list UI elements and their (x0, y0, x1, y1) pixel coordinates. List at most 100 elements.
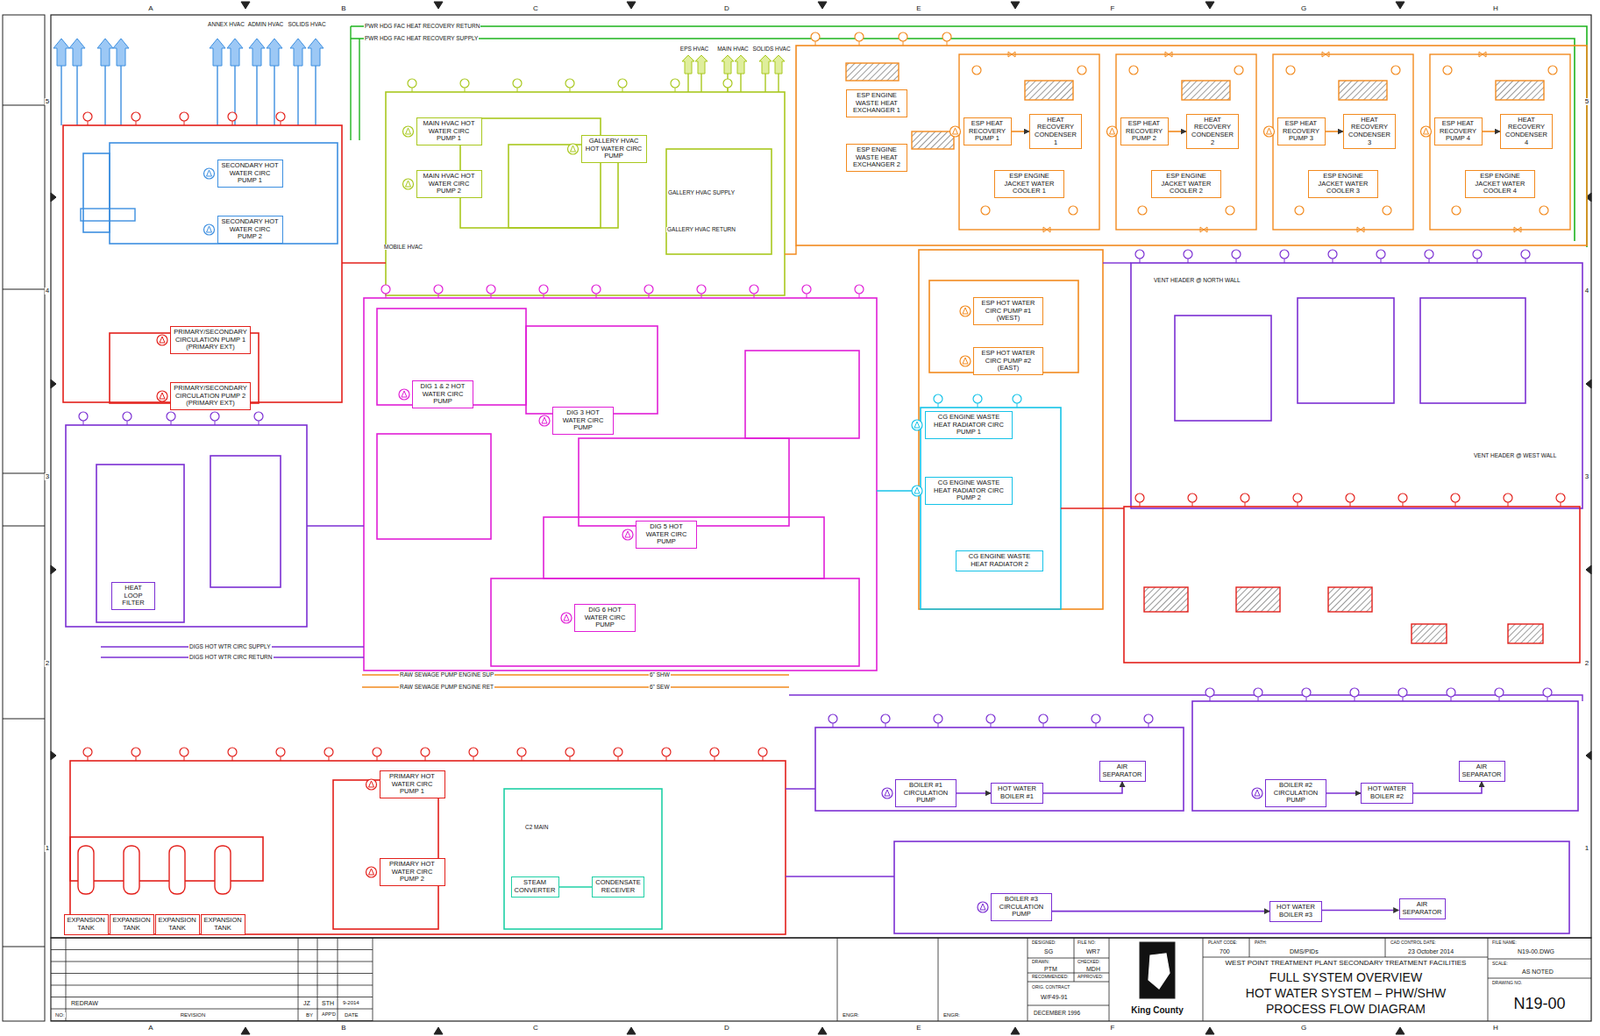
grid-tick (626, 1027, 636, 1035)
title-block-text: AS NOTED (1521, 968, 1555, 975)
pump-symbol (156, 391, 168, 402)
equipment-label: BOILER #3 CIRCULATION PUMP (994, 896, 1049, 919)
heat-exchanger-symbol (911, 131, 954, 150)
title-divider (298, 938, 299, 1022)
title-block-text: STH (320, 1000, 335, 1007)
instrument-lead (135, 756, 137, 761)
equipment-label: BOILER #2 CIRCULATION PUMP (1268, 782, 1323, 805)
instrument-bubble (1539, 206, 1549, 215)
grid-reference: 5 (1584, 98, 1590, 106)
instrument-bubble (1187, 493, 1197, 503)
pipe-line (700, 73, 702, 93)
pump-symbol (622, 529, 633, 541)
title-block-text: DECEMBER 1996 (1032, 1010, 1081, 1017)
instrument-bubble (179, 112, 189, 121)
grid-reference: F (1109, 5, 1117, 13)
equipment-box: EXPANSION TANK (64, 914, 109, 935)
line-label: GALLERY HVAC SUPPLY (667, 190, 736, 197)
grid-reference: F (1109, 1024, 1117, 1032)
instrument-lead (1547, 696, 1549, 702)
equipment-box: STEAM CONVERTER (511, 876, 560, 897)
pump-impeller (159, 336, 165, 343)
instrument-bubble (810, 32, 820, 42)
equipment-box: CG ENGINE WASTE HEAT RADIATOR CIRC PUMP … (924, 411, 1013, 440)
title-divider (1385, 938, 1387, 958)
grid-reference: E (915, 5, 922, 13)
instrument-bubble (1012, 394, 1022, 404)
flow-arrow (227, 38, 243, 66)
equipment-label: CG ENGINE WASTE HEAT RADIATOR CIRC PUMP … (928, 479, 1010, 503)
grid-tick (50, 565, 57, 575)
instrument-lead (543, 293, 545, 299)
grid-tick (241, 1027, 250, 1035)
pipe-connector (1482, 130, 1501, 133)
flow-arrow (759, 55, 772, 74)
equipment-label: EXPANSION TANK (158, 917, 197, 932)
equipment-label: EXPANSION TANK (67, 917, 106, 932)
flow-arrow (113, 38, 129, 66)
pipe-loop (1116, 54, 1257, 230)
instrument-bubble (166, 412, 176, 421)
pipe-loop (1272, 54, 1414, 230)
instrument-bubble (122, 412, 132, 421)
heat-exchanger-symbol (1507, 624, 1544, 644)
pipe-loop (385, 92, 785, 296)
grid-tick (1395, 1, 1405, 9)
valve-symbol (1514, 227, 1522, 233)
instrument-lead (666, 756, 668, 761)
equipment-box: ESP ENGINE JACKET WATER COOLER 2 (1151, 170, 1222, 199)
pipe-loop (333, 780, 439, 930)
pipe-loop (920, 407, 1061, 610)
title-block-text: WR7 (1085, 948, 1102, 955)
title-block-text: 9-2014 (341, 1000, 361, 1006)
equipment-label: AIR SEPARATOR (1402, 901, 1443, 917)
pipe-loop (70, 837, 264, 882)
title-block-text: APPROVED: (1076, 974, 1104, 980)
instrument-bubble (1398, 688, 1408, 697)
instrument-lead (1016, 403, 1018, 408)
pipe-loop (918, 249, 1103, 610)
title-divider (1027, 1005, 1110, 1007)
equipment-box: EXPANSION TANK (200, 914, 246, 935)
equipment-label: AIR SEPARATOR (1102, 763, 1143, 779)
equipment-label: HOT WATER BOILER #2 (1364, 785, 1410, 801)
instrument-lead (87, 756, 89, 761)
instrument-bubble (1091, 714, 1101, 724)
title-block (50, 938, 1592, 1022)
instrument-bubble (460, 78, 470, 88)
grid-reference: D (723, 5, 731, 13)
title-divider (1202, 957, 1488, 959)
grid-reference: 3 (44, 473, 50, 481)
equipment-box: CG ENGINE WASTE HEAT RADIATOR 2 (955, 550, 1044, 571)
equipment-box: ESP ENGINE WASTE HEAT EXCHANGER 1 (846, 89, 908, 118)
instrument-bubble (227, 747, 237, 757)
revision-row (50, 973, 373, 975)
title-divider (1027, 958, 1110, 960)
instrument-lead (762, 756, 764, 761)
grid-reference: 1 (44, 845, 50, 853)
instrument-bubble (1183, 249, 1193, 259)
instrument-bubble (1503, 493, 1513, 503)
pipe-line (350, 38, 1575, 242)
instrument-lead (232, 120, 234, 126)
pump-symbol (403, 126, 414, 137)
instrument-bubble (618, 78, 627, 88)
heat-exchanger-symbol (1181, 80, 1231, 100)
equipment-box: AIR SEPARATOR (1099, 760, 1146, 782)
instrument-lead (1284, 258, 1286, 264)
pipe-line (273, 65, 275, 126)
equipment-label: DIG 3 HOT WATER CIRC PUMP (555, 409, 611, 433)
equipment-box: EXPANSION TANK (155, 914, 200, 935)
instrument-lead (859, 293, 861, 299)
valve-symbol (1479, 51, 1487, 57)
heat-exchanger-symbol (1411, 624, 1447, 644)
instrument-lead (1332, 258, 1334, 264)
grid-reference: G (1300, 5, 1308, 13)
instrument-bubble (131, 747, 141, 757)
pipe-loop (796, 45, 1587, 246)
instrument-lead (376, 756, 378, 761)
instrument-lead (214, 420, 216, 426)
title-block-text: RECOMMENDED: (1031, 974, 1070, 980)
pump-impeller (962, 357, 968, 364)
instrument-lead (490, 293, 492, 299)
